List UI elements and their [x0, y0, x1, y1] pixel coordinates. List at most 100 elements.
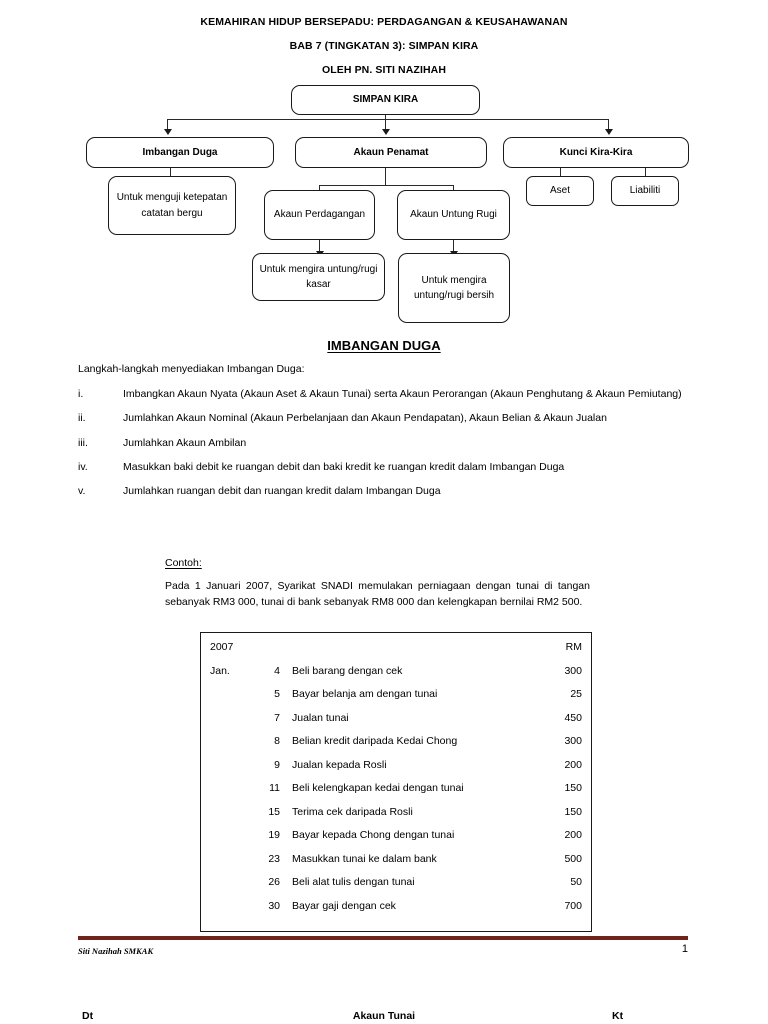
cell-amount: 500 [564, 852, 582, 865]
flow-node-liabiliti: Liabiliti [611, 176, 679, 206]
cell-amount: 300 [564, 664, 582, 677]
cell-description: Beli kelengkapan kedai dengan tunai [292, 782, 464, 794]
table-row: 26 Beli alat tulis dengan tunai 50 [210, 876, 582, 900]
flow-node-akaun-untung-rugi: Akaun Untung Rugi [397, 190, 510, 240]
document-title-line-2: BAB 7 (TINGKATAN 3): SIMPAN KIRA [289, 40, 479, 52]
list-item: iv. Masukkan baki debit ke ruangan debit… [78, 459, 688, 475]
footer-divider [78, 936, 688, 940]
document-title-line-3: OLEH PN. SITI NAZIHAH [321, 64, 447, 76]
list-item-marker: i. [78, 388, 84, 400]
table-row: 8 Belian kredit daripada Kedai Chong 300 [210, 735, 582, 759]
example-text: Pada 1 Januari 2007, Syarikat SNADI memu… [165, 580, 590, 609]
table-row: 9 Jualan kepada Rosli 200 [210, 759, 582, 783]
cell-day: 19 [268, 829, 280, 841]
flow-node-imbangan-duga: Imbangan Duga [86, 137, 274, 168]
table-header-year: 2007 [210, 641, 234, 653]
list-item: iii. Jumlahkan Akaun Ambilan [78, 435, 688, 451]
flow-node-untuk-menguji: Untuk menguji ketepatan catatan bergu [108, 176, 236, 235]
flow-node-akaun-penamat: Akaun Penamat [295, 137, 487, 168]
list-item: ii. Jumlahkan Akaun Nominal (Akaun Perbe… [78, 410, 688, 426]
flow-connector-drop-left [167, 119, 169, 131]
flow-node-untung-rugi-bersih: Untuk mengira untung/rugi bersih [398, 253, 510, 323]
list-item-text: Jumlahkan ruangan debit dan ruangan kred… [123, 485, 441, 498]
table-row: Jan. 4 Beli barang dengan cek 300 [210, 665, 582, 689]
cell-description: Jualan kepada Rosli [292, 758, 387, 771]
steps-intro: Langkah-langkah menyediakan Imbangan Dug… [78, 363, 305, 375]
cell-amount: 300 [564, 735, 582, 747]
flow-connector-drop-right [608, 119, 610, 131]
flow-node-kunci-kira-kira: Kunci Kira-Kira [503, 137, 689, 168]
list-item-text: Masukkan baki debit ke ruangan debit dan… [123, 460, 565, 473]
cell-description: Beli barang dengan cek [292, 664, 403, 677]
list-item-text: Jumlahkan Akaun Ambilan [123, 436, 247, 449]
document-title-line-1: KEMAHIRAN HIDUP BERSEPADU: PERDAGANGAN &… [200, 16, 568, 28]
list-item: i. Imbangkan Akaun Nyata (Akaun Aset & A… [78, 386, 688, 402]
table-row: 23 Masukkan tunai ke dalam bank 500 [210, 853, 582, 877]
cell-amount: 50 [570, 876, 582, 888]
flow-connector-penamat-drop-2 [453, 185, 455, 194]
flow-connector-root-stub [385, 115, 387, 120]
cell-description: Masukkan tunai ke dalam bank [292, 852, 437, 865]
cell-day: 23 [268, 852, 280, 865]
table-header-row: 2007 RM [210, 641, 582, 665]
flow-arrow-left [164, 129, 172, 135]
page-number: 1 [681, 943, 688, 955]
cell-amount: 150 [564, 782, 582, 794]
flow-connector-liabiliti [645, 168, 647, 181]
cell-amount: 450 [564, 711, 582, 724]
cell-amount: 200 [564, 829, 582, 841]
table-header-currency: RM [565, 641, 582, 653]
steps-list: i. Imbangkan Akaun Nyata (Akaun Aset & A… [78, 386, 688, 507]
ledger-debit-label: Dt [82, 1010, 94, 1022]
cell-day: 8 [274, 735, 280, 747]
list-item-marker: iv. [78, 460, 88, 473]
flow-arrow-mid [382, 129, 390, 135]
cell-day: 7 [274, 711, 280, 724]
list-item-marker: v. [78, 485, 86, 498]
flow-node-simpan-kira: SIMPAN KIRA [291, 85, 480, 115]
cell-day: 26 [268, 876, 280, 888]
cell-amount: 200 [564, 758, 582, 771]
table-row: 7 Jualan tunai 450 [210, 712, 582, 736]
table-row: 5 Bayar belanja am dengan tunai 25 [210, 688, 582, 712]
ledger-credit-label: Kt [612, 1010, 624, 1022]
flow-connector-aset [560, 168, 562, 181]
transactions-table: 2007 RM Jan. 4 Beli barang dengan cek 30… [200, 632, 592, 932]
flow-node-akaun-perdagangan: Akaun Perdagangan [264, 190, 375, 240]
cell-day: 9 [274, 758, 280, 771]
flow-connector-penamat-bus [319, 185, 454, 187]
cell-month: Jan. [210, 664, 230, 677]
cell-day: 4 [274, 664, 280, 677]
cell-description: Bayar gaji dengan cek [292, 899, 396, 912]
cell-description: Belian kredit daripada Kedai Chong [292, 735, 458, 747]
cell-day: 11 [269, 782, 280, 794]
cell-day: 30 [268, 899, 280, 912]
cell-description: Terima cek daripada Rosli [292, 805, 413, 818]
cell-description: Bayar kepada Chong dengan tunai [292, 829, 455, 841]
flow-node-untung-rugi-kasar: Untuk mengira untung/rugi kasar [252, 253, 385, 301]
cell-amount: 700 [564, 899, 582, 912]
cell-amount: 25 [570, 688, 582, 700]
table-row: 15 Terima cek daripada Rosli 150 [210, 806, 582, 830]
flow-connector-drop-mid [385, 119, 387, 131]
list-item-text: Jumlahkan Akaun Nominal (Akaun Perbelanj… [123, 412, 607, 425]
cell-day: 15 [268, 805, 280, 818]
flow-connector-penamat-drop-1 [319, 185, 321, 194]
flowchart: SIMPAN KIRA Imbangan Duga Akaun Penamat … [0, 80, 768, 340]
table-row: 30 Bayar gaji dengan cek 700 [210, 900, 582, 924]
flow-connector-imbangan-child [170, 168, 172, 181]
flow-connector-perdagangan-child [319, 240, 321, 254]
example-block: Contoh: Pada 1 Januari 2007, Syarikat SN… [165, 557, 590, 611]
cell-description: Jualan tunai [292, 711, 349, 724]
flow-node-aset: Aset [526, 176, 594, 206]
cell-description: Bayar belanja am dengan tunai [292, 688, 438, 700]
flow-arrow-right [605, 129, 613, 135]
cell-description: Beli alat tulis dengan tunai [292, 876, 415, 888]
list-item-marker: ii. [78, 412, 86, 425]
list-item-marker: iii. [78, 436, 88, 449]
cell-amount: 150 [564, 805, 582, 818]
example-label: Contoh: [165, 557, 202, 569]
list-item-text: Imbangkan Akaun Nyata (Akaun Aset & Akau… [123, 388, 682, 400]
cell-day: 5 [274, 688, 280, 700]
